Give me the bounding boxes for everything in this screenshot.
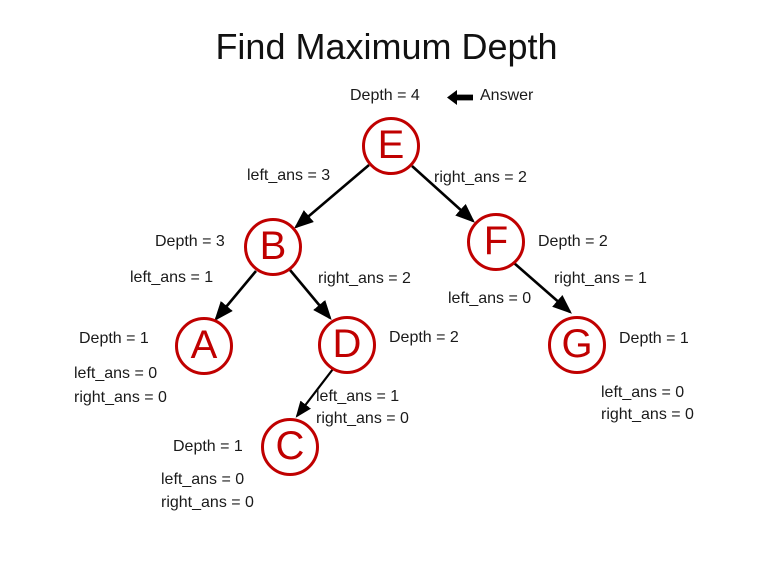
- answer-arrow-icon: [447, 90, 473, 105]
- tree-node-f: F: [467, 213, 525, 271]
- node-letter: D: [332, 321, 362, 366]
- e-left-ans-label: left_ans = 3: [247, 167, 331, 184]
- b-right-ans-label: right_ans = 2: [318, 270, 411, 287]
- tree-node-g: G: [548, 316, 606, 374]
- c-depth-label: Depth = 1: [173, 438, 243, 455]
- node-letter: C: [275, 423, 305, 468]
- c-left-ans-label: left_ans = 0: [161, 471, 245, 488]
- g-depth-label: Depth = 1: [619, 330, 689, 347]
- c-right-ans-label: right_ans = 0: [161, 494, 254, 511]
- d-right-ans-label: right_ans = 0: [316, 410, 409, 427]
- tree-node-a: A: [175, 317, 233, 375]
- node-letter: A: [190, 322, 218, 367]
- f-left-ans-label: left_ans = 0: [448, 290, 532, 307]
- f-right-ans-label: right_ans = 1: [554, 270, 647, 287]
- g-right-ans-label: right_ans = 0: [601, 406, 694, 423]
- b-depth-label: Depth = 3: [155, 233, 225, 250]
- tree-node-b: B: [244, 218, 302, 276]
- f-depth-label: Depth = 2: [538, 233, 608, 250]
- b-left-ans-label: left_ans = 1: [130, 269, 214, 286]
- page-title: Find Maximum Depth: [215, 26, 558, 67]
- node-letter: G: [561, 321, 593, 366]
- d-left-ans-label: left_ans = 1: [316, 388, 400, 405]
- tree-node-d: D: [318, 316, 376, 374]
- tree-node-e: E: [362, 117, 420, 175]
- node-letter: E: [377, 122, 405, 167]
- d-depth-label: Depth = 2: [389, 329, 459, 346]
- a-right-ans-label: right_ans = 0: [74, 389, 167, 406]
- a-left-ans-label: left_ans = 0: [74, 365, 158, 382]
- e-right-ans-label: right_ans = 2: [434, 169, 527, 186]
- a-depth-label: Depth = 1: [79, 330, 149, 347]
- root-depth-label: Depth = 4: [350, 87, 420, 104]
- node-letter: B: [259, 223, 287, 268]
- node-letter: F: [483, 218, 509, 263]
- g-left-ans-label: left_ans = 0: [601, 384, 685, 401]
- tree-node-c: C: [261, 418, 319, 476]
- answer-label: Answer: [480, 87, 534, 104]
- edge-b-a: [214, 270, 257, 321]
